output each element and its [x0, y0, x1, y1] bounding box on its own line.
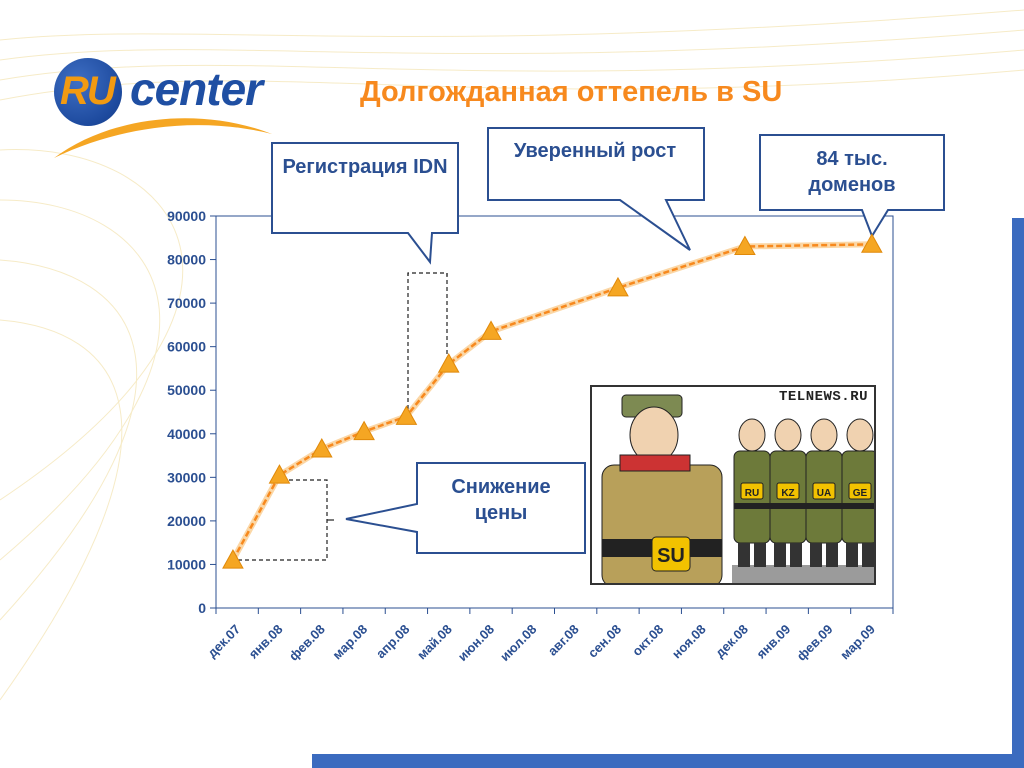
y-tick-label: 70000	[167, 295, 206, 311]
small-badge-text: KZ	[781, 488, 794, 499]
idn-callout-box	[271, 142, 459, 265]
ru-center-logo: RU center	[50, 56, 280, 161]
y-tick-label: 50000	[167, 382, 206, 398]
y-tick-label: 40000	[167, 426, 206, 442]
data-point-marker	[222, 549, 244, 569]
cartoon-figures: SU RU KZ UA GE	[601, 394, 874, 583]
y-tick-label: 80000	[167, 252, 206, 268]
data-point-marker	[395, 405, 418, 425]
y-tick-label: 60000	[167, 339, 206, 355]
right-accent-bar	[1012, 218, 1024, 768]
data-point-marker	[480, 320, 502, 340]
data-point-marker	[734, 235, 756, 255]
big-soldier-figure: SU	[601, 394, 723, 583]
series-line	[231, 243, 872, 561]
logo-center-text: center	[130, 63, 263, 115]
growth-callout-box	[487, 127, 705, 251]
small-soldier-figure: UA	[805, 418, 843, 567]
data-point-marker	[437, 353, 460, 373]
small-badge-text: RU	[745, 488, 759, 499]
x-tick-label: ноя.08	[669, 622, 709, 662]
data-point-marker	[353, 420, 375, 441]
growth-callout-text: Уверенный рост	[513, 140, 677, 162]
telnews-label: TELNEWS.RU	[778, 389, 868, 405]
y-tick-label: 10000	[167, 556, 206, 572]
data-point-marker	[268, 464, 291, 484]
small-soldier-figure: GE	[841, 418, 874, 567]
x-tick-label: янв.08	[246, 622, 286, 662]
x-tick-label: мар.08	[329, 622, 370, 663]
x-tick-label: окт.08	[629, 622, 666, 659]
x-tick-label: мар.09	[837, 622, 878, 663]
x-tick-label: дек.08	[712, 622, 751, 661]
data-point-marker	[860, 233, 883, 253]
price-drop-bracket	[238, 479, 328, 561]
x-tick-label: апр.08	[373, 622, 413, 662]
y-tick-label: 30000	[167, 469, 206, 485]
cartoon-illustration: TELNEWS.RU SU RU KZ UA GE	[590, 385, 876, 585]
domains-callout-text: 84 тыс. доменов	[808, 148, 896, 196]
bottom-accent-bar	[312, 754, 1024, 768]
x-tick-label: сен.08	[585, 622, 624, 661]
small-badge-text: UA	[817, 488, 831, 499]
x-tick-label: июн.08	[455, 622, 497, 664]
x-tick-label: фев.08	[286, 622, 328, 664]
small-soldier-figure: KZ	[769, 418, 807, 567]
price-drop-callout-text: Снижение цены	[451, 476, 551, 524]
logo-ru-text: RU	[60, 69, 116, 113]
x-tick-label: май.08	[414, 622, 455, 663]
big-badge-text: SU	[657, 545, 685, 567]
logo-circle	[54, 58, 122, 126]
y-tick-label: 0	[198, 600, 206, 616]
data-point-marker	[310, 437, 333, 458]
y-tick-label: 90000	[167, 208, 206, 224]
idn-bracket	[407, 272, 448, 416]
x-tick-label: фев.09	[794, 622, 836, 664]
x-tick-label: дек.07	[204, 622, 243, 661]
x-tick-label: авг.08	[545, 622, 582, 659]
slide-title: Долгожданная оттепель в SU	[360, 76, 783, 108]
x-tick-label: янв.09	[753, 622, 793, 662]
small-badge-text: GE	[853, 488, 868, 499]
domains-callout-box	[759, 134, 945, 239]
idn-callout-text: Регистрация IDN	[282, 156, 448, 178]
data-point-marker	[607, 276, 629, 297]
logo-swoosh	[54, 118, 272, 158]
x-tick-label: июл.08	[497, 622, 540, 665]
small-soldier-figure: RU	[733, 418, 771, 567]
y-tick-label: 20000	[167, 513, 206, 529]
price-drop-callout-box	[345, 462, 586, 554]
